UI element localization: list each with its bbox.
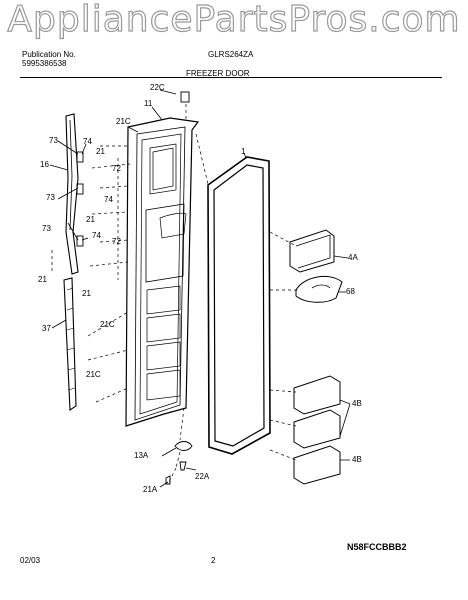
header-rule [20,77,442,78]
door-gasket [207,156,271,455]
callout-4b: 4B [352,399,362,408]
callout-11: 11 [144,99,153,108]
callout-72: 72 [112,164,121,173]
callout-72: 72 [112,237,121,246]
revision-date: 02/03 [20,556,41,565]
callout-labels: 22C 11 21C 1 73 74 21 16 72 73 74 21 73 … [38,83,362,494]
callout-21c: 21C [100,320,115,329]
small-parts [165,91,193,485]
callout-74: 74 [104,195,113,204]
model-number: GLRS264ZA [208,50,254,59]
publication-number: 5995386538 [22,59,67,68]
callout-22a: 22A [195,472,210,481]
section-title: FREEZER DOOR [186,69,250,78]
callout-73: 73 [42,224,51,233]
door-bins [289,229,343,485]
callout-21: 21 [86,215,95,224]
callout-16: 16 [40,160,49,169]
callout-13a: 13A [134,451,149,460]
callout-21c: 21C [86,370,101,379]
callout-21: 21 [82,289,91,298]
diagram-code: N58FCCBBB2 [347,542,407,552]
callout-74: 74 [92,231,101,240]
publication-label: Publication No. [22,50,76,59]
callout-74: 74 [83,137,92,146]
callout-68: 68 [346,287,355,296]
watermark: AppliancePartsPros.com [7,0,461,40]
callout-4b: 4B [352,455,362,464]
page-number: 2 [211,556,216,565]
callout-21: 21 [38,275,47,284]
callout-21: 21 [96,147,105,156]
door-handle [63,113,84,411]
callout-21a: 21A [143,485,158,494]
callout-22c: 22C [150,83,165,92]
freezer-door-shell [125,117,200,427]
callout-73: 73 [46,193,55,202]
callout-37: 37 [42,324,51,333]
callout-21c: 21C [116,117,131,126]
assembly-lines [51,104,298,485]
leader-lines [49,89,351,488]
callout-1: 1 [241,147,246,156]
callout-4a: 4A [348,253,358,262]
callout-73: 73 [49,136,58,145]
